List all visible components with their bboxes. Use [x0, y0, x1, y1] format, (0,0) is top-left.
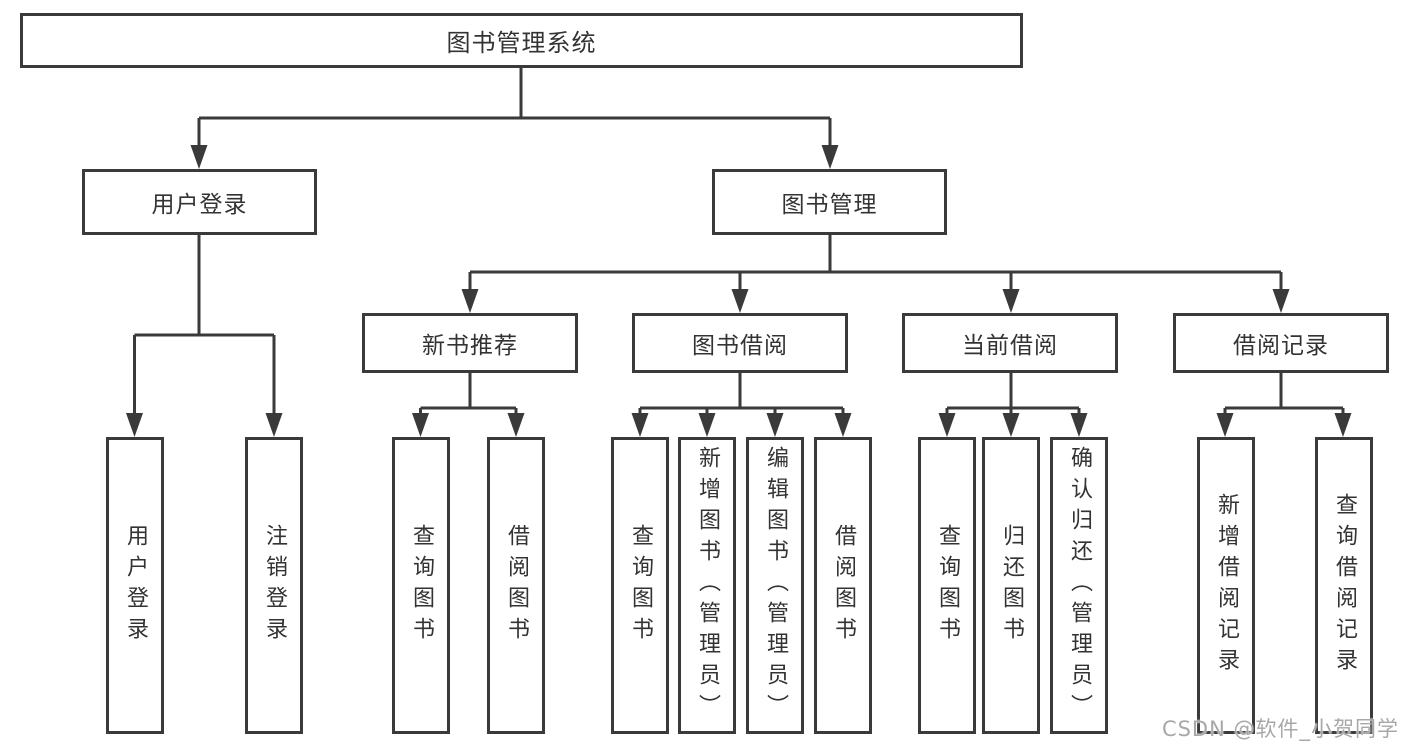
- node-borrow-records: 借阅记录: [1173, 313, 1389, 373]
- node-user-login: 用户登录: [82, 169, 317, 235]
- leaf-borrow-books: 借阅图书: [814, 437, 872, 734]
- node-root-label: 图书管理系统: [446, 29, 597, 57]
- leaf-logout: 注销登录: [245, 437, 303, 734]
- node-current-borrow: 当前借阅: [902, 313, 1118, 373]
- node-new-books: 新书推荐: [362, 313, 578, 373]
- leaf-add-book-admin: 新增图书（管理员）: [678, 437, 736, 734]
- leaf-current-query-books: 查询图书: [918, 437, 976, 734]
- leaf-borrow-books-label: 借阅图书: [831, 523, 856, 648]
- node-current-borrow-label: 当前借阅: [962, 333, 1058, 359]
- node-user-login-label: 用户登录: [151, 192, 248, 218]
- leaf-confirm-return-admin-label: 确认归还（管理员）: [1067, 446, 1092, 725]
- node-book-mgmt-label: 图书管理: [781, 192, 878, 218]
- csdn-watermark: CSDN @软件_小贺同学: [1161, 717, 1399, 741]
- leaf-current-query-books-label: 查询图书: [935, 523, 960, 648]
- node-borrow-records-label: 借阅记录: [1233, 333, 1329, 359]
- leaf-edit-book-admin-label: 编辑图书（管理员）: [763, 446, 788, 725]
- leaf-newbooks-query-books-label: 查询图书: [409, 523, 434, 648]
- leaf-query-borrow-records-label: 查询借阅记录: [1332, 492, 1357, 679]
- leaf-add-book-admin-label: 新增图书（管理员）: [695, 446, 720, 725]
- node-root: 图书管理系统: [20, 13, 1023, 68]
- leaf-query-borrow-records: 查询借阅记录: [1315, 437, 1373, 734]
- leaf-edit-book-admin: 编辑图书（管理员）: [746, 437, 804, 734]
- leaf-borrow-query-books: 查询图书: [611, 437, 669, 734]
- leaf-borrow-query-books-label: 查询图书: [628, 523, 653, 648]
- leaf-confirm-return-admin: 确认归还（管理员）: [1050, 437, 1108, 734]
- node-book-mgmt: 图书管理: [712, 169, 947, 235]
- leaf-add-borrow-record: 新增借阅记录: [1197, 437, 1255, 734]
- leaf-return-books-label: 归还图书: [999, 523, 1024, 648]
- leaf-newbooks-borrow-books: 借阅图书: [487, 437, 545, 734]
- leaf-newbooks-borrow-books-label: 借阅图书: [504, 523, 529, 648]
- leaf-user-login-label: 用户登录: [123, 523, 148, 648]
- node-book-borrow: 图书借阅: [632, 313, 848, 373]
- node-new-books-label: 新书推荐: [422, 333, 518, 359]
- leaf-logout-label: 注销登录: [262, 523, 287, 648]
- node-book-borrow-label: 图书借阅: [692, 333, 788, 359]
- leaf-return-books: 归还图书: [982, 437, 1040, 734]
- leaf-add-borrow-record-label: 新增借阅记录: [1214, 492, 1239, 679]
- leaf-user-login: 用户登录: [106, 437, 164, 734]
- leaf-newbooks-query-books: 查询图书: [392, 437, 450, 734]
